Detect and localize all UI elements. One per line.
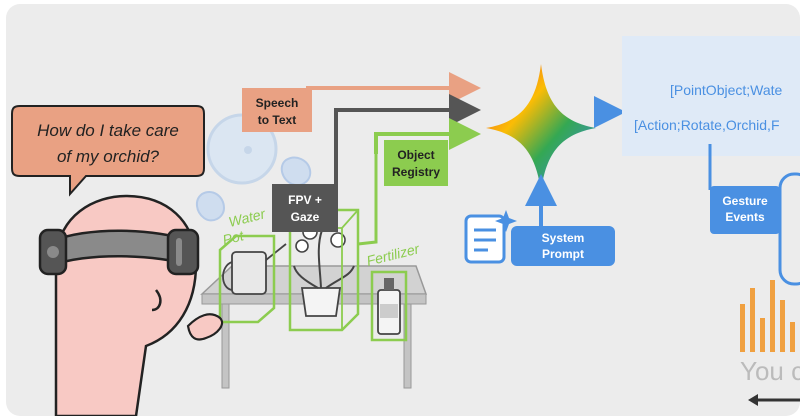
- gesture-events-text-2: Events: [725, 210, 765, 224]
- registry-connector: [357, 154, 378, 246]
- speech-to-text-text-2: to Text: [258, 113, 296, 127]
- water-pot-icon: [222, 243, 287, 295]
- document-icon: [464, 210, 517, 264]
- system-prompt-label: System Prompt: [511, 226, 615, 266]
- pipeline-diagram: System Prompt [PointObject;Wate [Action;…: [11, 36, 800, 416]
- hand-gesture-icon: [196, 156, 312, 222]
- speech-bubble: How do I take care of my orchid?: [11, 105, 205, 197]
- gesture-events-label: Gesture Events: [710, 186, 780, 234]
- diagram-frame: System Prompt [PointObject;Wate [Action;…: [6, 4, 800, 416]
- fertilizer-label: Fertilizer: [365, 240, 422, 269]
- person-avatar: [54, 194, 224, 416]
- system-prompt-text-1: System: [542, 231, 585, 245]
- output-panel: [PointObject;Wate [Action;Rotate,Orchid,…: [622, 36, 800, 156]
- object-registry-text-2: Registry: [392, 165, 440, 179]
- object-registry-label: Object Registry: [384, 140, 448, 186]
- fpv-gaze-text-1: FPV +: [288, 193, 322, 207]
- fertilizer-bbox: [370, 270, 408, 342]
- gemini-star-icon: [486, 64, 596, 192]
- speech-bubble-line-1: How do I take care: [37, 121, 179, 140]
- object-registry-text-1: Object: [397, 148, 434, 162]
- audio-caption: You ca: [740, 356, 800, 386]
- water-pot-label-2: Pot: [221, 227, 246, 248]
- registry-arrow: [374, 118, 481, 154]
- speech-bubble-line-2: of my orchid?: [57, 147, 160, 166]
- timeline-arrow-icon: [748, 394, 758, 406]
- water-pot-label-1: Water: [227, 205, 268, 230]
- vr-headset-icon: [38, 228, 200, 276]
- gesture-events-text-1: Gesture: [722, 194, 768, 208]
- fpv-arrow: [334, 94, 481, 184]
- speech-to-text-text-1: Speech: [256, 96, 299, 110]
- speech-to-text-label: Speech to Text: [242, 88, 312, 132]
- fpv-gaze-label: FPV + Gaze: [272, 184, 338, 232]
- fpv-gaze-text-2: Gaze: [291, 210, 320, 224]
- output-line-2: [Action;Rotate,Orchid,F: [634, 117, 780, 133]
- audio-waveform-icon: [740, 280, 795, 352]
- output-line-1: [PointObject;Wate: [670, 82, 783, 98]
- system-prompt-text-2: Prompt: [542, 247, 584, 261]
- fertilizer-bottle-icon: [377, 278, 401, 335]
